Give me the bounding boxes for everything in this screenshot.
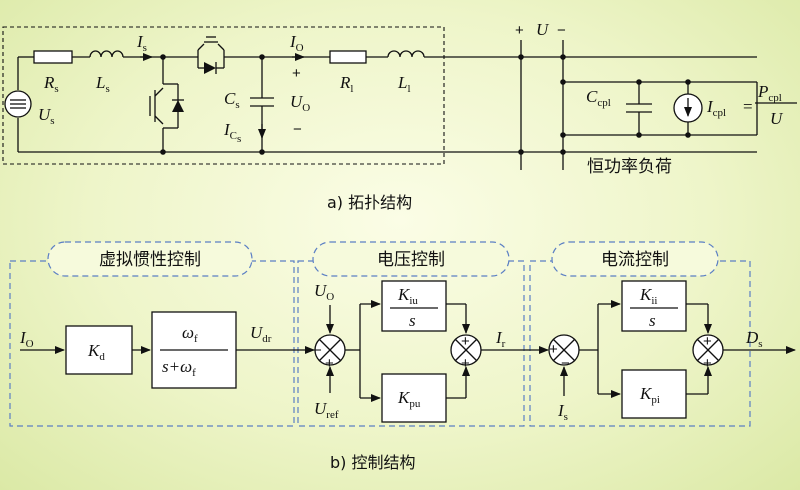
plus-uo: + [292,65,301,82]
minus-u: − [557,22,566,39]
svg-text:+: + [461,355,470,372]
cpl-load [563,79,758,138]
label-io: IO [289,32,304,54]
label-rl: Rl [339,73,353,95]
inductor-ls [89,50,124,58]
block-kpu [381,373,447,423]
voltage-section-tab [312,241,510,277]
resistor-rs [33,50,73,64]
current-section-title: 电流控制 [601,250,669,270]
label-ls: Ls [95,73,110,95]
svg-text:+: + [703,355,712,372]
svg-text:+: + [461,333,470,350]
inertia-section-title: 虚拟惯性控制 [99,250,201,270]
label-kiu-den: s [409,311,416,330]
label-icpl: Icpl [706,97,726,119]
label-u: U [536,20,550,39]
current-section-tab [551,241,719,277]
label-kpu: Kpu [397,388,421,410]
svg-text:−: − [313,342,322,359]
caption-control: b) 控制结构 [330,453,416,472]
sum-junction-voltage-pi: + + [450,333,482,372]
label-ds: Ds [745,328,763,350]
block-kd [65,325,133,375]
label-pcpl: Pcpl [757,82,782,104]
label-ics: ICs [223,120,241,145]
svg-text:+: + [703,333,712,350]
control-structure: 虚拟惯性控制 电压控制 电流控制 IO Kd ωf s+ωf Udr − + U… [9,241,796,472]
label-cs: Cs [224,89,240,111]
sum-junction-current: + − [548,334,580,372]
block-kii [621,280,687,332]
label-udr: Udr [250,323,272,345]
top-wires [17,56,757,152]
label-is-input: Is [557,401,568,423]
load-label: 恒功率负荷 [587,157,672,177]
label-is: Is [136,32,147,54]
equals-icpl: = [743,97,753,116]
sum-junction-voltage: − + [313,334,346,372]
switch-upper [197,36,225,74]
block-kpi [621,369,687,419]
label-ll: Ll [397,73,411,95]
label-kpi: Kpi [639,384,660,406]
bus-terminals [518,40,566,170]
label-kiu: Kiu [397,285,418,307]
label-u-denominator: U [770,109,784,128]
label-omega-f-num: ωf [182,323,198,345]
label-rs: Rs [43,73,59,95]
label-io-input: IO [19,328,34,350]
minus-uo: − [293,121,302,138]
label-filter-den: s+ωf [162,357,196,379]
capacitor-cs [250,54,274,155]
label-uo-input: UO [314,281,334,303]
inertia-section-tab [47,241,253,277]
svg-text:+: + [325,355,334,372]
caption-topology: a) 拓扑结构 [327,193,412,212]
voltage-source-us [4,90,32,118]
label-kii: Kii [639,285,657,307]
label-kii-den: s [649,311,656,330]
label-ir: Ir [495,328,506,350]
label-kd: Kd [87,341,105,363]
switch-lower [149,54,184,155]
resistor-rl [329,50,367,64]
sum-junction-current-pi: + + [692,333,724,372]
block-kiu [381,280,447,332]
label-uo: UO [290,92,310,114]
plus-u: + [515,22,524,39]
label-uref: Uref [314,399,339,421]
topology-circuit: Us Rs Ls Is [2,20,797,212]
converter-dashed-box [2,26,445,165]
voltage-section-title: 电压控制 [377,250,445,270]
label-ccpl: Ccpl [586,87,611,109]
svg-text:−: − [561,355,570,372]
inductor-ll [387,50,425,58]
svg-text:+: + [549,341,558,358]
label-us: Us [38,105,55,127]
